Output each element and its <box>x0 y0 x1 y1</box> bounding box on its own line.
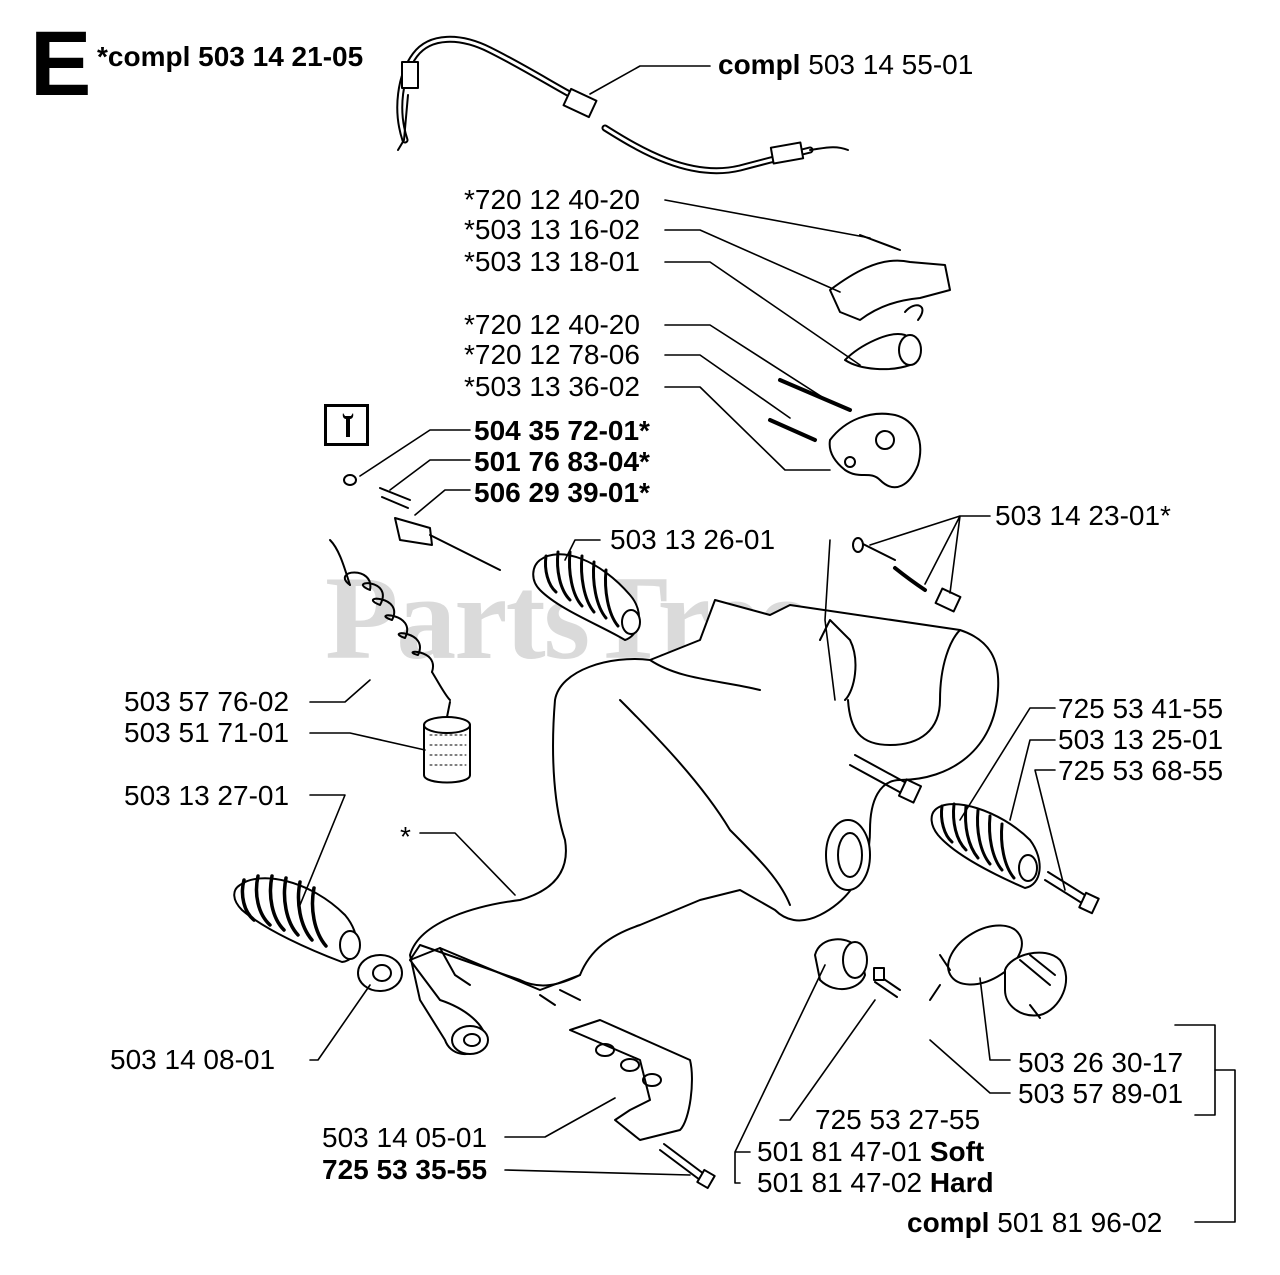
label-p10: 503 14 23-01* <box>995 500 1171 531</box>
label-p3: *503 13 18-01 <box>464 246 640 277</box>
wrench-icon <box>342 413 354 437</box>
label-p17: 503 13 27-01 <box>124 780 290 811</box>
label-p12: 503 57 76-02 <box>124 686 290 717</box>
section-letter: E <box>30 13 92 115</box>
label-p8: 501 76 83-04* <box>474 446 650 477</box>
label-prefix: compl <box>718 49 801 80</box>
label-p24: 725 53 35-55 <box>322 1154 488 1185</box>
label-p14: 725 53 41-55 <box>1058 693 1224 724</box>
label-p16: 725 53 68-55 <box>1058 755 1224 786</box>
label-part: 501 81 96-02 <box>997 1207 1163 1238</box>
label-p26: 501 81 47-02 Hard <box>757 1168 994 1198</box>
bracket-plate <box>569 1019 716 1190</box>
throttle-cable <box>396 35 849 175</box>
tank-housing <box>409 599 1000 1055</box>
label-p1: *720 12 40-20 <box>464 184 640 215</box>
label-p18: * <box>400 821 411 852</box>
label-p2: *503 13 16-02 <box>464 214 640 245</box>
label-p15: 503 13 25-01 <box>1058 724 1224 755</box>
label-p7: 504 35 72-01* <box>474 415 650 446</box>
label-prefix: *compl <box>97 41 191 72</box>
label-cable-compl: compl 503 14 55-01 <box>718 50 973 80</box>
rubber-buffer-right <box>930 802 1041 889</box>
rubber-buffer-lower <box>233 874 403 992</box>
label-p22: 725 53 27-55 <box>815 1104 981 1135</box>
fuel-cap <box>929 924 1067 1019</box>
label-suffix: Soft <box>929 1136 985 1167</box>
label-top-cable: *compl 503 14 21-05 <box>97 42 363 72</box>
label-p21: 503 57 89-01 <box>1018 1078 1184 1109</box>
label-p13: 503 51 71-01 <box>124 717 290 748</box>
label-p20: 503 26 30-17 <box>1018 1047 1184 1078</box>
label-prefix: compl <box>907 1207 990 1238</box>
label-part: 503 14 55-01 <box>808 49 974 80</box>
label-p9: 506 29 39-01* <box>474 477 650 508</box>
leader-lines <box>299 65 1236 1223</box>
tool-box <box>324 404 369 446</box>
spring <box>329 539 451 701</box>
pins <box>343 474 501 571</box>
label-p4: *720 12 40-20 <box>464 309 640 340</box>
label-p27: compl 501 81 96-02 <box>907 1208 1162 1238</box>
label-p19: 503 14 08-01 <box>110 1044 276 1075</box>
label-part: 501 81 47-02 <box>757 1167 923 1198</box>
label-p11: 503 13 26-01 <box>610 524 776 555</box>
label-p6: *503 13 36-02 <box>464 371 640 402</box>
bolts-right <box>849 537 1100 915</box>
label-suffix: Hard <box>929 1167 994 1198</box>
rubber-buffer-upper <box>532 550 641 641</box>
label-p5: *720 12 78-06 <box>464 339 640 370</box>
label-part: 501 81 47-01 <box>757 1136 923 1167</box>
throttle-trigger <box>829 234 951 371</box>
fuel-filter <box>423 701 471 784</box>
label-p25: 501 81 47-01 Soft <box>757 1137 984 1167</box>
label-part: 503 14 21-05 <box>198 41 364 72</box>
label-p23: 503 14 05-01 <box>322 1122 488 1153</box>
throttle-lock <box>768 378 922 489</box>
valve <box>814 938 901 998</box>
